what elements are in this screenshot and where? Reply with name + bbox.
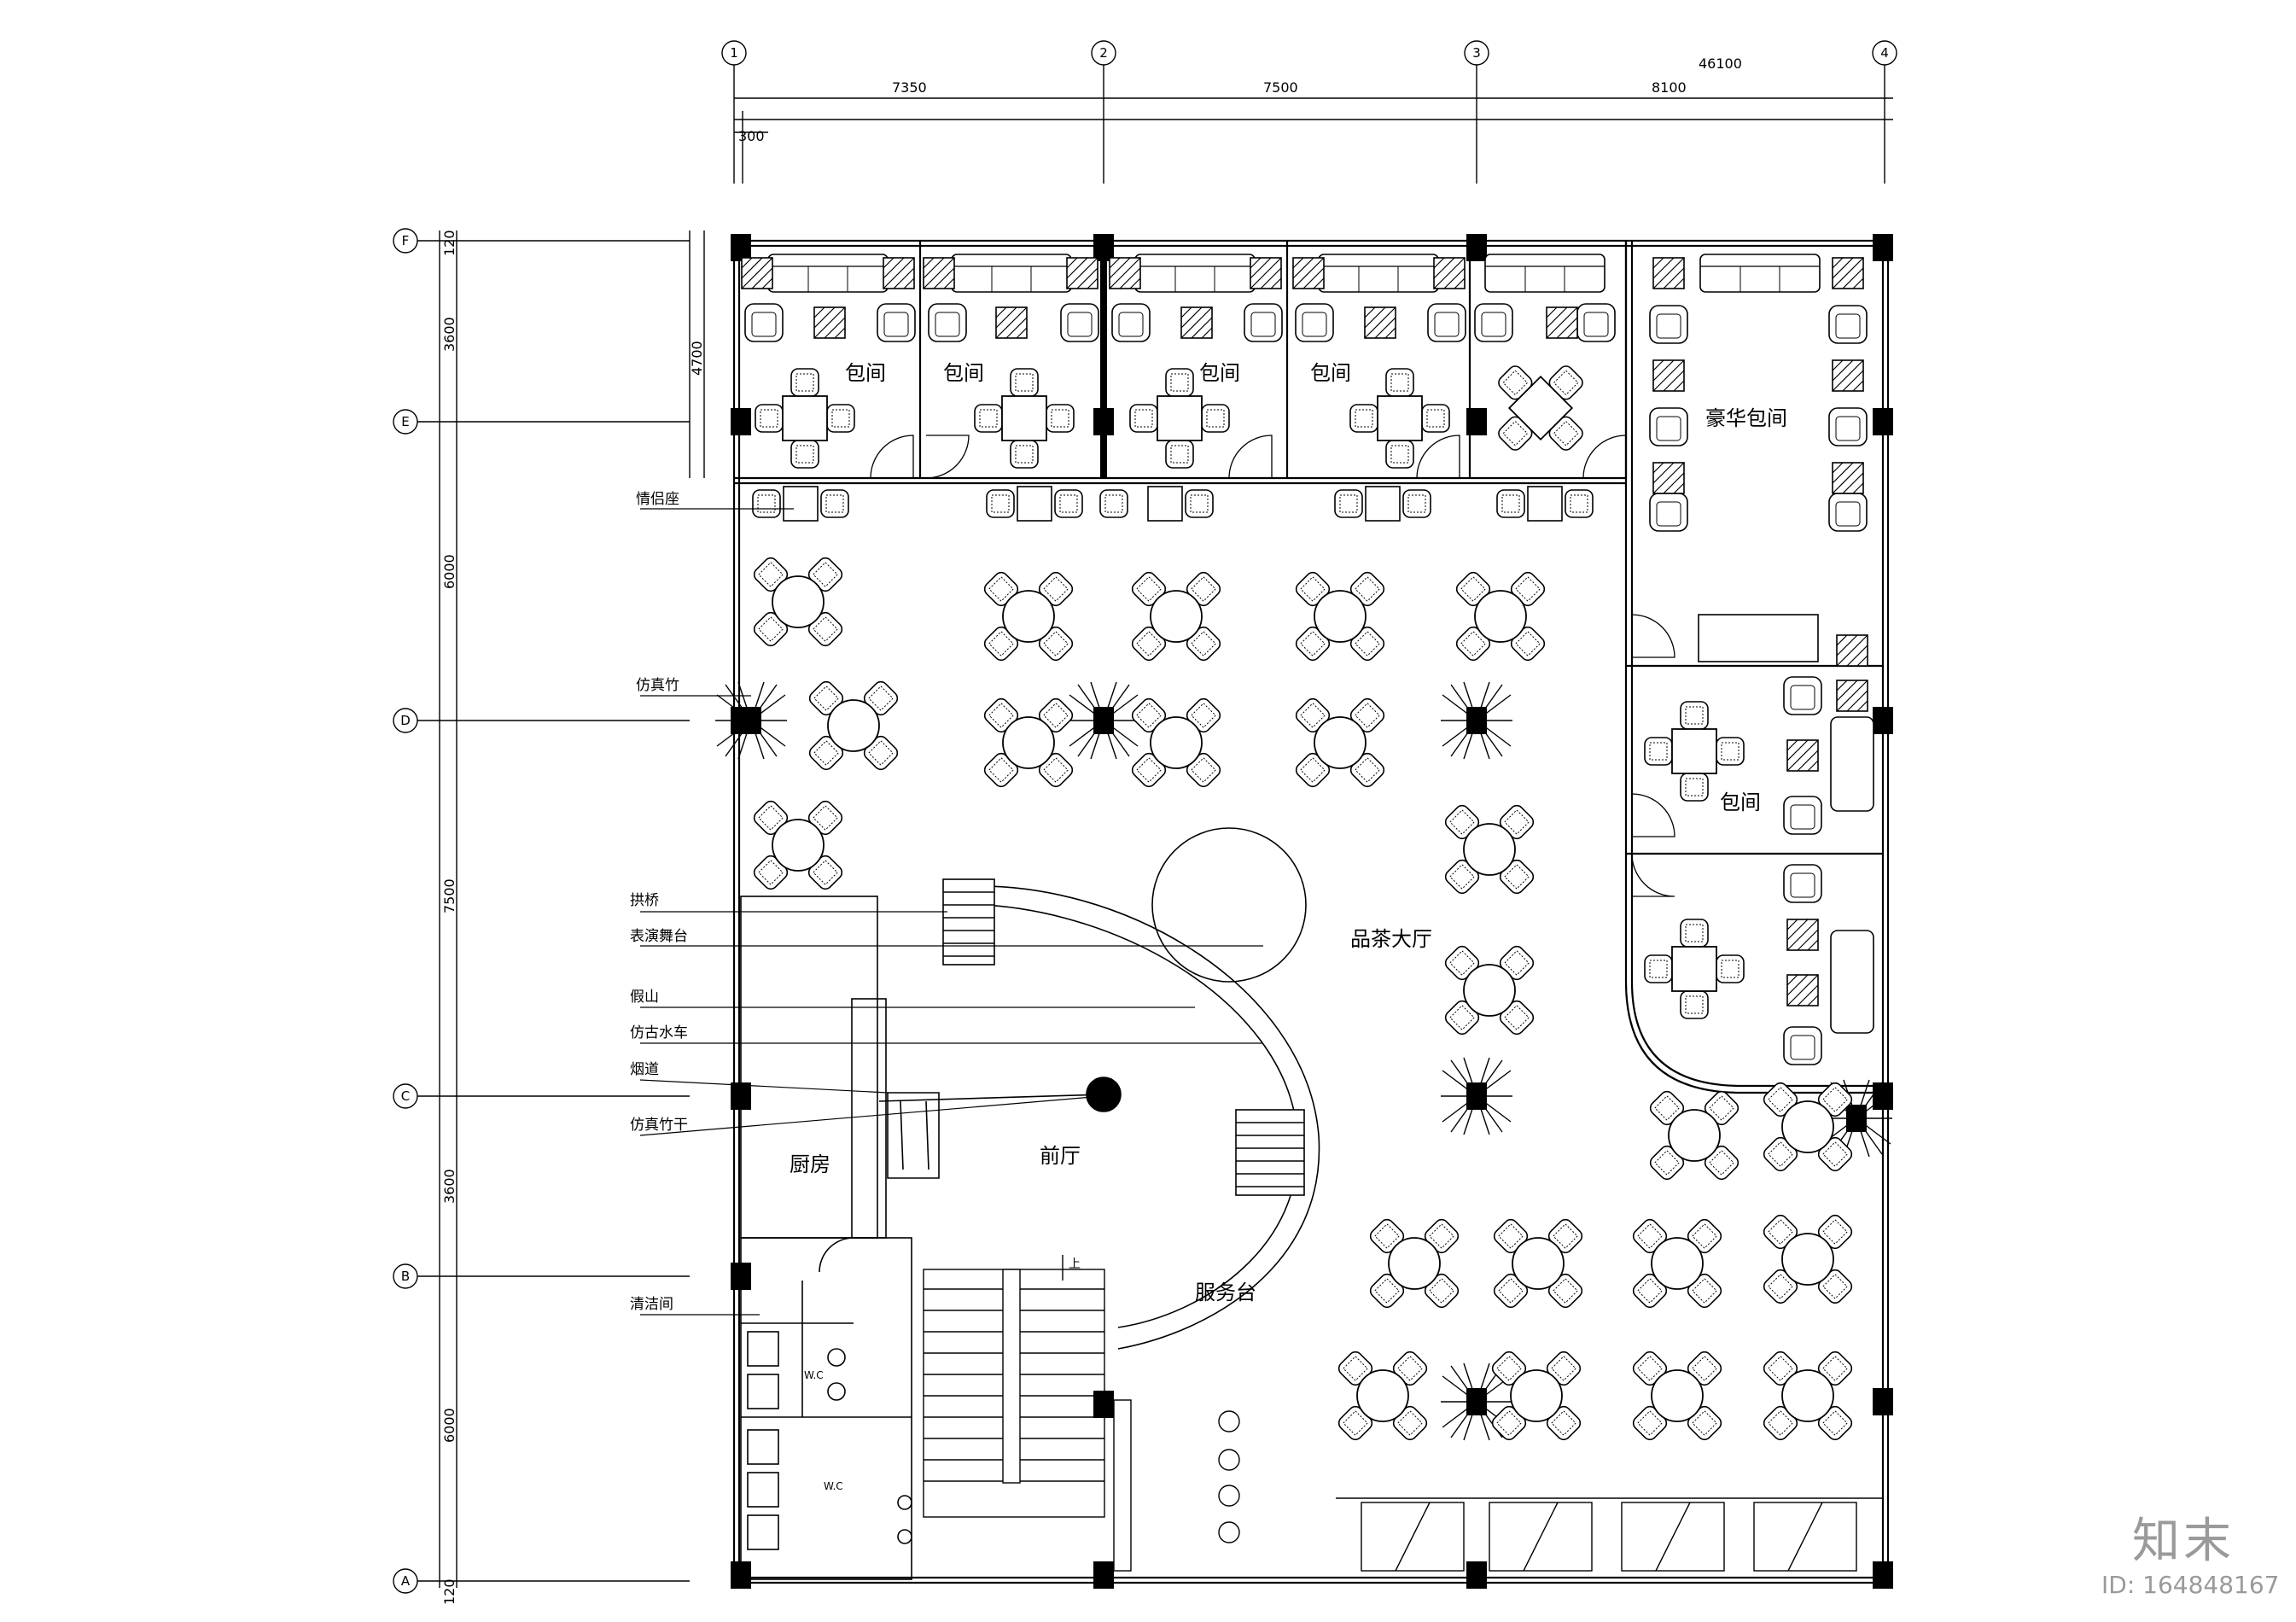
dim-left-0: 120: [441, 230, 457, 256]
room-label-luxury: 豪华包间: [1705, 406, 1787, 430]
callout-fake-bamboo: 仿真竹: [636, 677, 679, 694]
callout-rockery: 假山: [630, 989, 659, 1006]
dim-inner: 4700: [689, 341, 705, 376]
callout-flue: 烟道: [630, 1061, 659, 1078]
room-label-private-1: 包间: [845, 361, 886, 385]
dim-left-1: 3600: [441, 317, 457, 352]
watermark-brand: 知末: [2132, 1514, 2235, 1569]
dim-left-2: 6000: [441, 554, 457, 589]
dim-left-4: 3600: [441, 1169, 457, 1204]
dim-top-span-2: 7500: [1263, 79, 1298, 96]
axis-label-row-D: D: [400, 713, 411, 728]
dim-top-total: 46100: [1699, 55, 1742, 72]
axis-label-row-E: E: [401, 414, 409, 429]
axis-label-col-1: 1: [730, 45, 738, 61]
callout-arch-bridge: 拱桥: [630, 892, 659, 909]
axis-label-col-4: 4: [1880, 45, 1889, 61]
callout-stage: 表演舞台: [630, 928, 688, 945]
dim-left-5: 6000: [441, 1408, 457, 1443]
room-label-kitchen: 厨房: [790, 1152, 830, 1176]
axis-label-row-F: F: [402, 233, 410, 248]
room-label-private-4: 包间: [1310, 361, 1351, 385]
room-label-up: 上: [1069, 1257, 1081, 1271]
dim-top-span-1: 7350: [892, 79, 927, 96]
dim-left-6: 120: [441, 1578, 457, 1605]
room-label-hall: 品茶大厅: [1350, 927, 1432, 951]
axis-label-col-2: 2: [1099, 45, 1108, 61]
room-label-wc-1: W.C: [804, 1369, 824, 1381]
room-label-lobby: 前厅: [1040, 1144, 1081, 1168]
callout-cleaning-room: 清洁间: [630, 1296, 673, 1313]
axis-label-row-A: A: [401, 1573, 411, 1589]
watermark-id: ID: 164848167: [2101, 1571, 2280, 1599]
axis-label-row-C: C: [401, 1088, 410, 1104]
dim-left-3: 7500: [441, 878, 457, 913]
axis-label-col-3: 3: [1472, 45, 1481, 61]
callout-waterwheel: 仿古水车: [630, 1024, 688, 1041]
callout-bamboo-trunk: 仿真竹干: [630, 1117, 688, 1134]
room-label-service: 服务台: [1195, 1281, 1256, 1304]
axis-label-row-B: B: [401, 1269, 410, 1284]
room-label-private-5: 包间: [1720, 791, 1761, 814]
room-label-private-3: 包间: [1199, 361, 1240, 385]
dim-top-small: 300: [738, 128, 765, 144]
dim-top-span-3: 8100: [1652, 79, 1687, 96]
room-label-private-2: 包间: [943, 361, 984, 385]
room-label-wc-2: W.C: [824, 1480, 843, 1492]
callout-couple-seat: 情侣座: [636, 491, 679, 508]
